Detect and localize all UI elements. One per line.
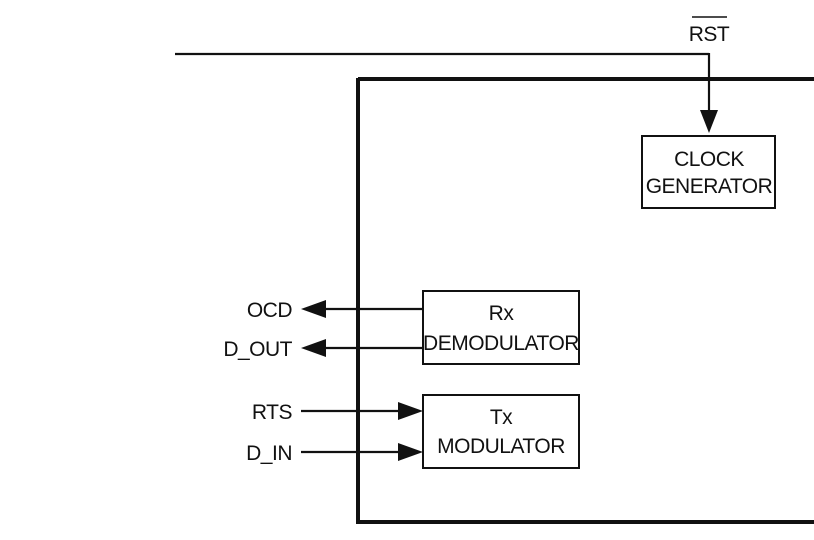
rx-demodulator-label-line2: DEMODULATOR xyxy=(423,332,579,355)
clock-generator-block: CLOCK GENERATOR xyxy=(641,135,776,209)
rst-wire xyxy=(175,52,718,133)
tx-modulator-label-line1: Tx xyxy=(490,406,513,429)
d-in-wire xyxy=(301,443,423,461)
rts-label: RTS xyxy=(252,401,293,424)
chip-outline xyxy=(356,77,814,524)
d-in-arrowhead xyxy=(398,443,423,461)
tx-modulator-block: Tx MODULATOR xyxy=(422,394,580,469)
ocd-wire xyxy=(301,300,423,318)
rts-arrowhead xyxy=(398,402,423,420)
d-out-arrowhead xyxy=(301,339,326,357)
rx-demodulator-block: Rx DEMODULATOR xyxy=(422,290,580,365)
clock-generator-label-line1: CLOCK xyxy=(674,148,744,171)
d-out-label: D_OUT xyxy=(223,338,292,361)
rst-label: RST xyxy=(689,23,730,46)
ocd-label: OCD xyxy=(247,299,293,322)
rst-arrowhead xyxy=(700,110,718,133)
rx-demodulator-label-line1: Rx xyxy=(489,302,515,325)
clock-generator-label-line2: GENERATOR xyxy=(646,175,773,198)
d-out-wire xyxy=(301,339,423,357)
ocd-arrowhead xyxy=(301,300,326,318)
d-in-label: D_IN xyxy=(246,442,292,465)
tx-modulator-label-line2: MODULATOR xyxy=(437,435,565,458)
rts-wire xyxy=(301,402,423,420)
